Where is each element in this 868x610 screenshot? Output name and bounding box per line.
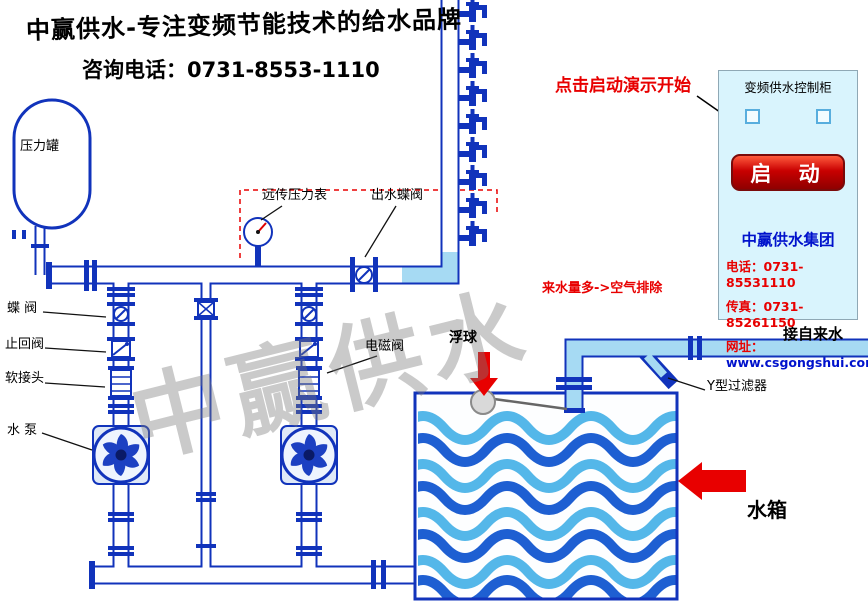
- panel-fax: 传真：0731-85261150: [726, 299, 804, 330]
- panel-website: 网址：www.csgongshui.com: [719, 336, 868, 370]
- label-remote-gauge: 远传压力表: [262, 188, 328, 203]
- label-pressure-tank: 压力罐: [20, 139, 60, 154]
- pressure-tank: [12, 98, 92, 248]
- label-y-filter: Y型过滤器: [707, 379, 767, 394]
- label-water-pump: 水 泵: [7, 423, 38, 438]
- faucet-icon: [459, 109, 487, 134]
- faucet-column: [459, 0, 487, 246]
- inlet-pipe: [556, 336, 868, 413]
- note-demo-start: 点击启动演示开始: [555, 76, 691, 96]
- signal-dashed-line: [239, 189, 498, 258]
- note-air-exhaust: 来水量多->空气排除: [542, 281, 663, 296]
- website-label: 网址：: [726, 339, 764, 354]
- company-name: 中赢供水集团: [741, 231, 835, 249]
- label-solenoid-valve: 电磁阀: [365, 339, 405, 354]
- piping: [34, 0, 460, 589]
- faucet-icon: [459, 81, 487, 106]
- control-cabinet: 变频供水控制柜 启 动 中赢供水集团 电话：0731-85531110 传真：0…: [718, 70, 868, 370]
- leader-lines: [41, 205, 706, 451]
- indicator-lamp-right: [816, 109, 831, 124]
- panel-phone: 电话：0731-85531110: [726, 259, 804, 290]
- control-cabinet-title: 变频供水控制柜: [744, 80, 832, 95]
- pressure-gauge: [243, 217, 273, 267]
- label-water-tank: 水箱: [747, 498, 787, 522]
- tank-waves: [418, 411, 676, 598]
- label-tap-water: 接自来水: [783, 325, 844, 343]
- faucet-icon: [459, 0, 487, 22]
- outlet-butterfly-valve: [350, 257, 378, 292]
- faucet-icon: [459, 25, 487, 50]
- indicator-lamps: [719, 109, 857, 124]
- faucet-icon: [459, 53, 487, 78]
- faucet-icon: [459, 165, 487, 190]
- faucet-icon: [459, 193, 487, 218]
- water-tank: [413, 391, 679, 601]
- label-outlet-valve: 出水蝶阀: [371, 188, 424, 203]
- tank-arrow-icon: [678, 462, 746, 500]
- label-check-valve: 止回阀: [5, 337, 45, 352]
- label-float-ball: 浮球: [449, 330, 477, 346]
- faucet-icon: [459, 221, 487, 246]
- start-button[interactable]: 启 动: [731, 154, 845, 191]
- float-arrow-icon: [470, 352, 498, 396]
- indicator-lamp-left: [745, 109, 760, 124]
- website-url[interactable]: www.csgongshui.com: [726, 355, 868, 370]
- y-filter-cap: [664, 375, 676, 387]
- faucet-icon: [459, 137, 487, 162]
- header-phone: 咨询电话：0731-8553-1110: [82, 58, 380, 82]
- label-soft-joint: 软接头: [5, 371, 45, 386]
- label-butterfly-valve: 蝶 阀: [7, 301, 38, 316]
- solenoid-valve: [194, 298, 218, 548]
